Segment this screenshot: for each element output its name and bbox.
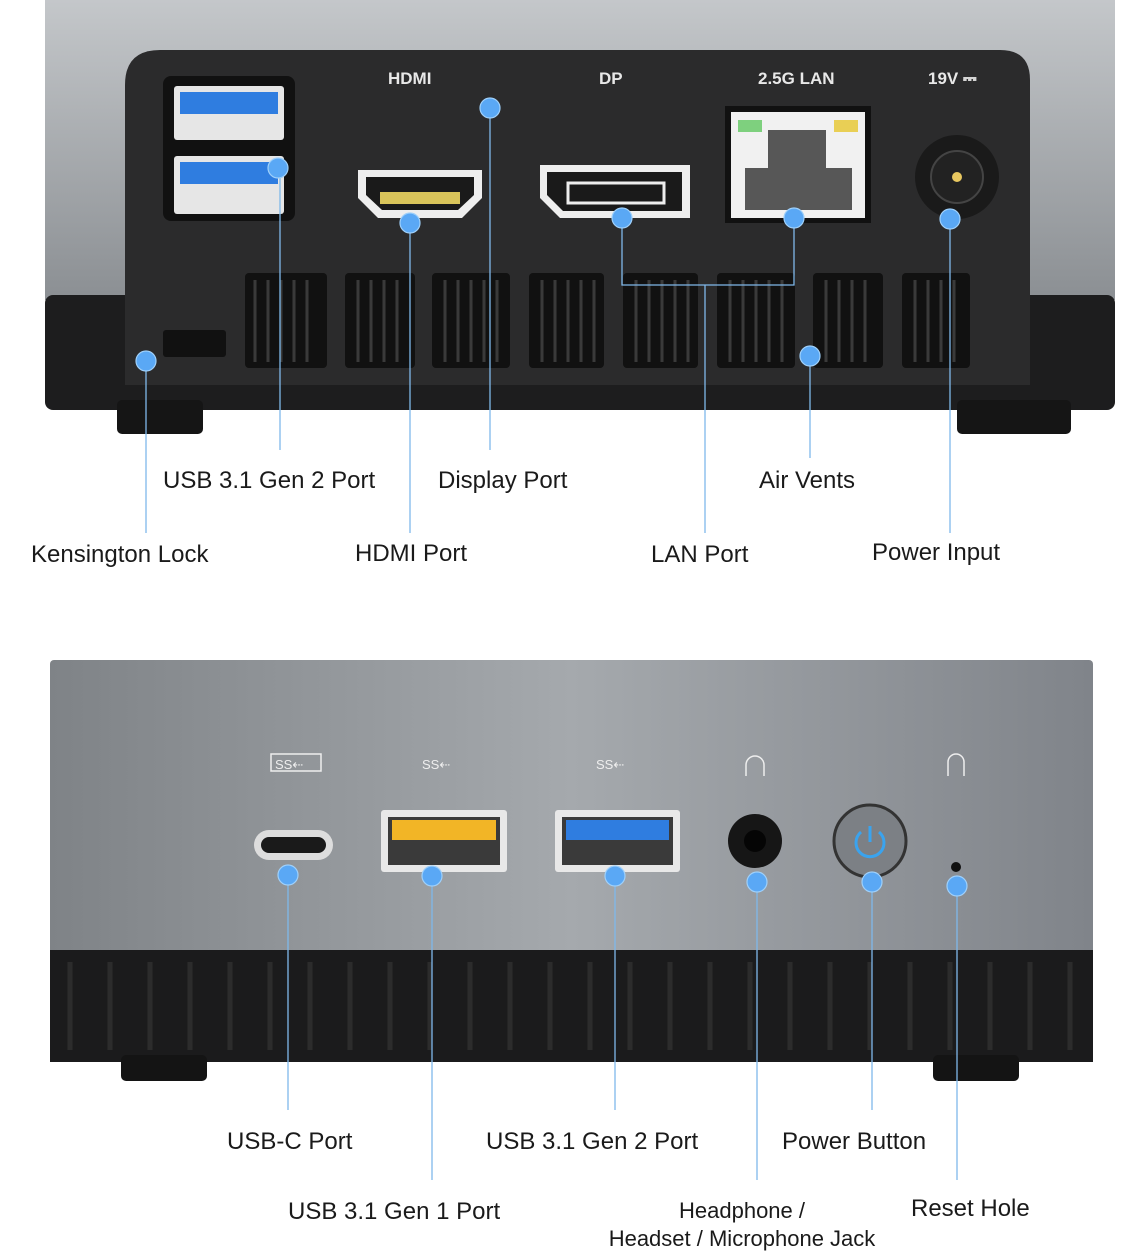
hdmi-marking: HDMI <box>388 69 432 88</box>
svg-text:SS⇠: SS⇠ <box>422 757 450 772</box>
callout-markers <box>135 97 968 897</box>
label-usb-gen2-front: USB 3.1 Gen 2 Port <box>486 1128 699 1155</box>
label-usb-gen1-port: USB 3.1 Gen 1 Port <box>288 1198 501 1225</box>
label-usb-c-port: USB-C Port <box>227 1128 353 1155</box>
lan-marking: 2.5G LAN <box>758 69 835 88</box>
label-lan-port: LAN Port <box>651 541 749 568</box>
label-reset-hole: Reset Hole <box>911 1195 1030 1222</box>
label-display-port: Display Port <box>438 467 568 494</box>
label-headphone-line1: Headphone / <box>679 1198 805 1223</box>
dp-marking: DP <box>599 69 623 88</box>
callout-lines <box>145 108 958 1180</box>
label-headphone-line2: Headset / Microphone Jack <box>608 1226 876 1251</box>
label-air-vents: Air Vents <box>759 467 856 494</box>
front-view-device: SS⇠ SS⇠ SS⇠ <box>50 660 1093 1081</box>
svg-text:SS⇠: SS⇠ <box>596 757 624 772</box>
label-headphone-jack: Headphone / Headset / Microphone Jack <box>598 1197 886 1253</box>
label-kensington-lock: Kensington Lock <box>31 541 209 568</box>
label-power-input: Power Input <box>872 539 1001 566</box>
svg-text:SS⇠: SS⇠ <box>275 757 303 772</box>
rear-view-device <box>45 0 1115 434</box>
power-marking: 19V ⎓ <box>928 69 977 88</box>
label-power-button: Power Button <box>782 1128 927 1155</box>
label-hdmi-port: HDMI Port <box>355 540 468 567</box>
label-usb-gen2-rear: USB 3.1 Gen 2 Port <box>163 467 376 494</box>
